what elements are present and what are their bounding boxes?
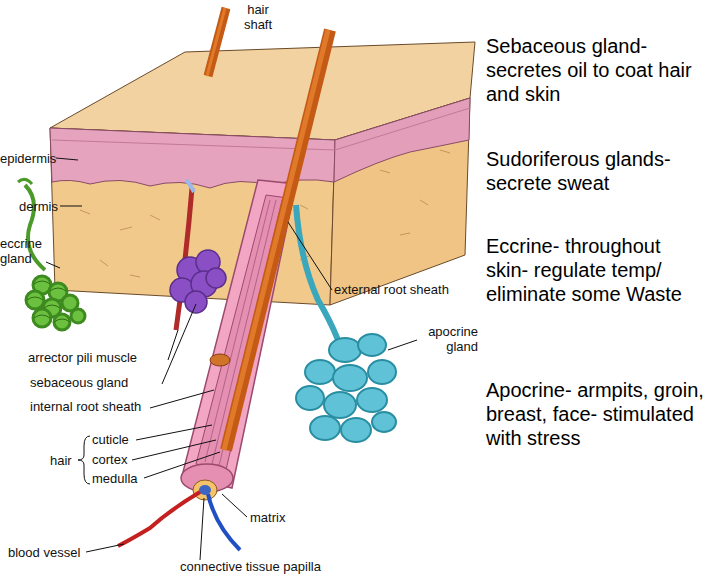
- part-label: matrix: [250, 510, 310, 525]
- part-label: external root sheath: [334, 282, 484, 297]
- part-label: eccrine gland: [0, 236, 52, 266]
- part-label: epidermis: [0, 151, 56, 166]
- note-text: Apocrine- armpits, groin, breast, face- …: [486, 378, 708, 450]
- part-label: internal root sheath: [30, 399, 170, 414]
- part-label: hair shaft: [236, 2, 280, 32]
- part-label: blood vessel: [8, 545, 98, 560]
- note-text: Sebaceous gland- secretes oil to coat ha…: [486, 34, 708, 106]
- part-label: connective tissue papilla: [180, 559, 380, 574]
- part-label: cortex: [92, 452, 152, 467]
- part-label: sebaceous gland: [30, 375, 165, 390]
- note-text: Eccrine- throughout skin- regulate temp/…: [486, 234, 708, 306]
- part-label: dermis: [0, 199, 58, 214]
- part-label: hair: [50, 453, 84, 468]
- part-label: cuticle: [92, 432, 152, 447]
- part-label: apocrine gland: [414, 324, 478, 354]
- part-label: arrector pili muscle: [28, 350, 173, 365]
- note-text: Sudoriferous glands- secrete sweat: [486, 147, 708, 195]
- part-label: medulla: [92, 471, 152, 486]
